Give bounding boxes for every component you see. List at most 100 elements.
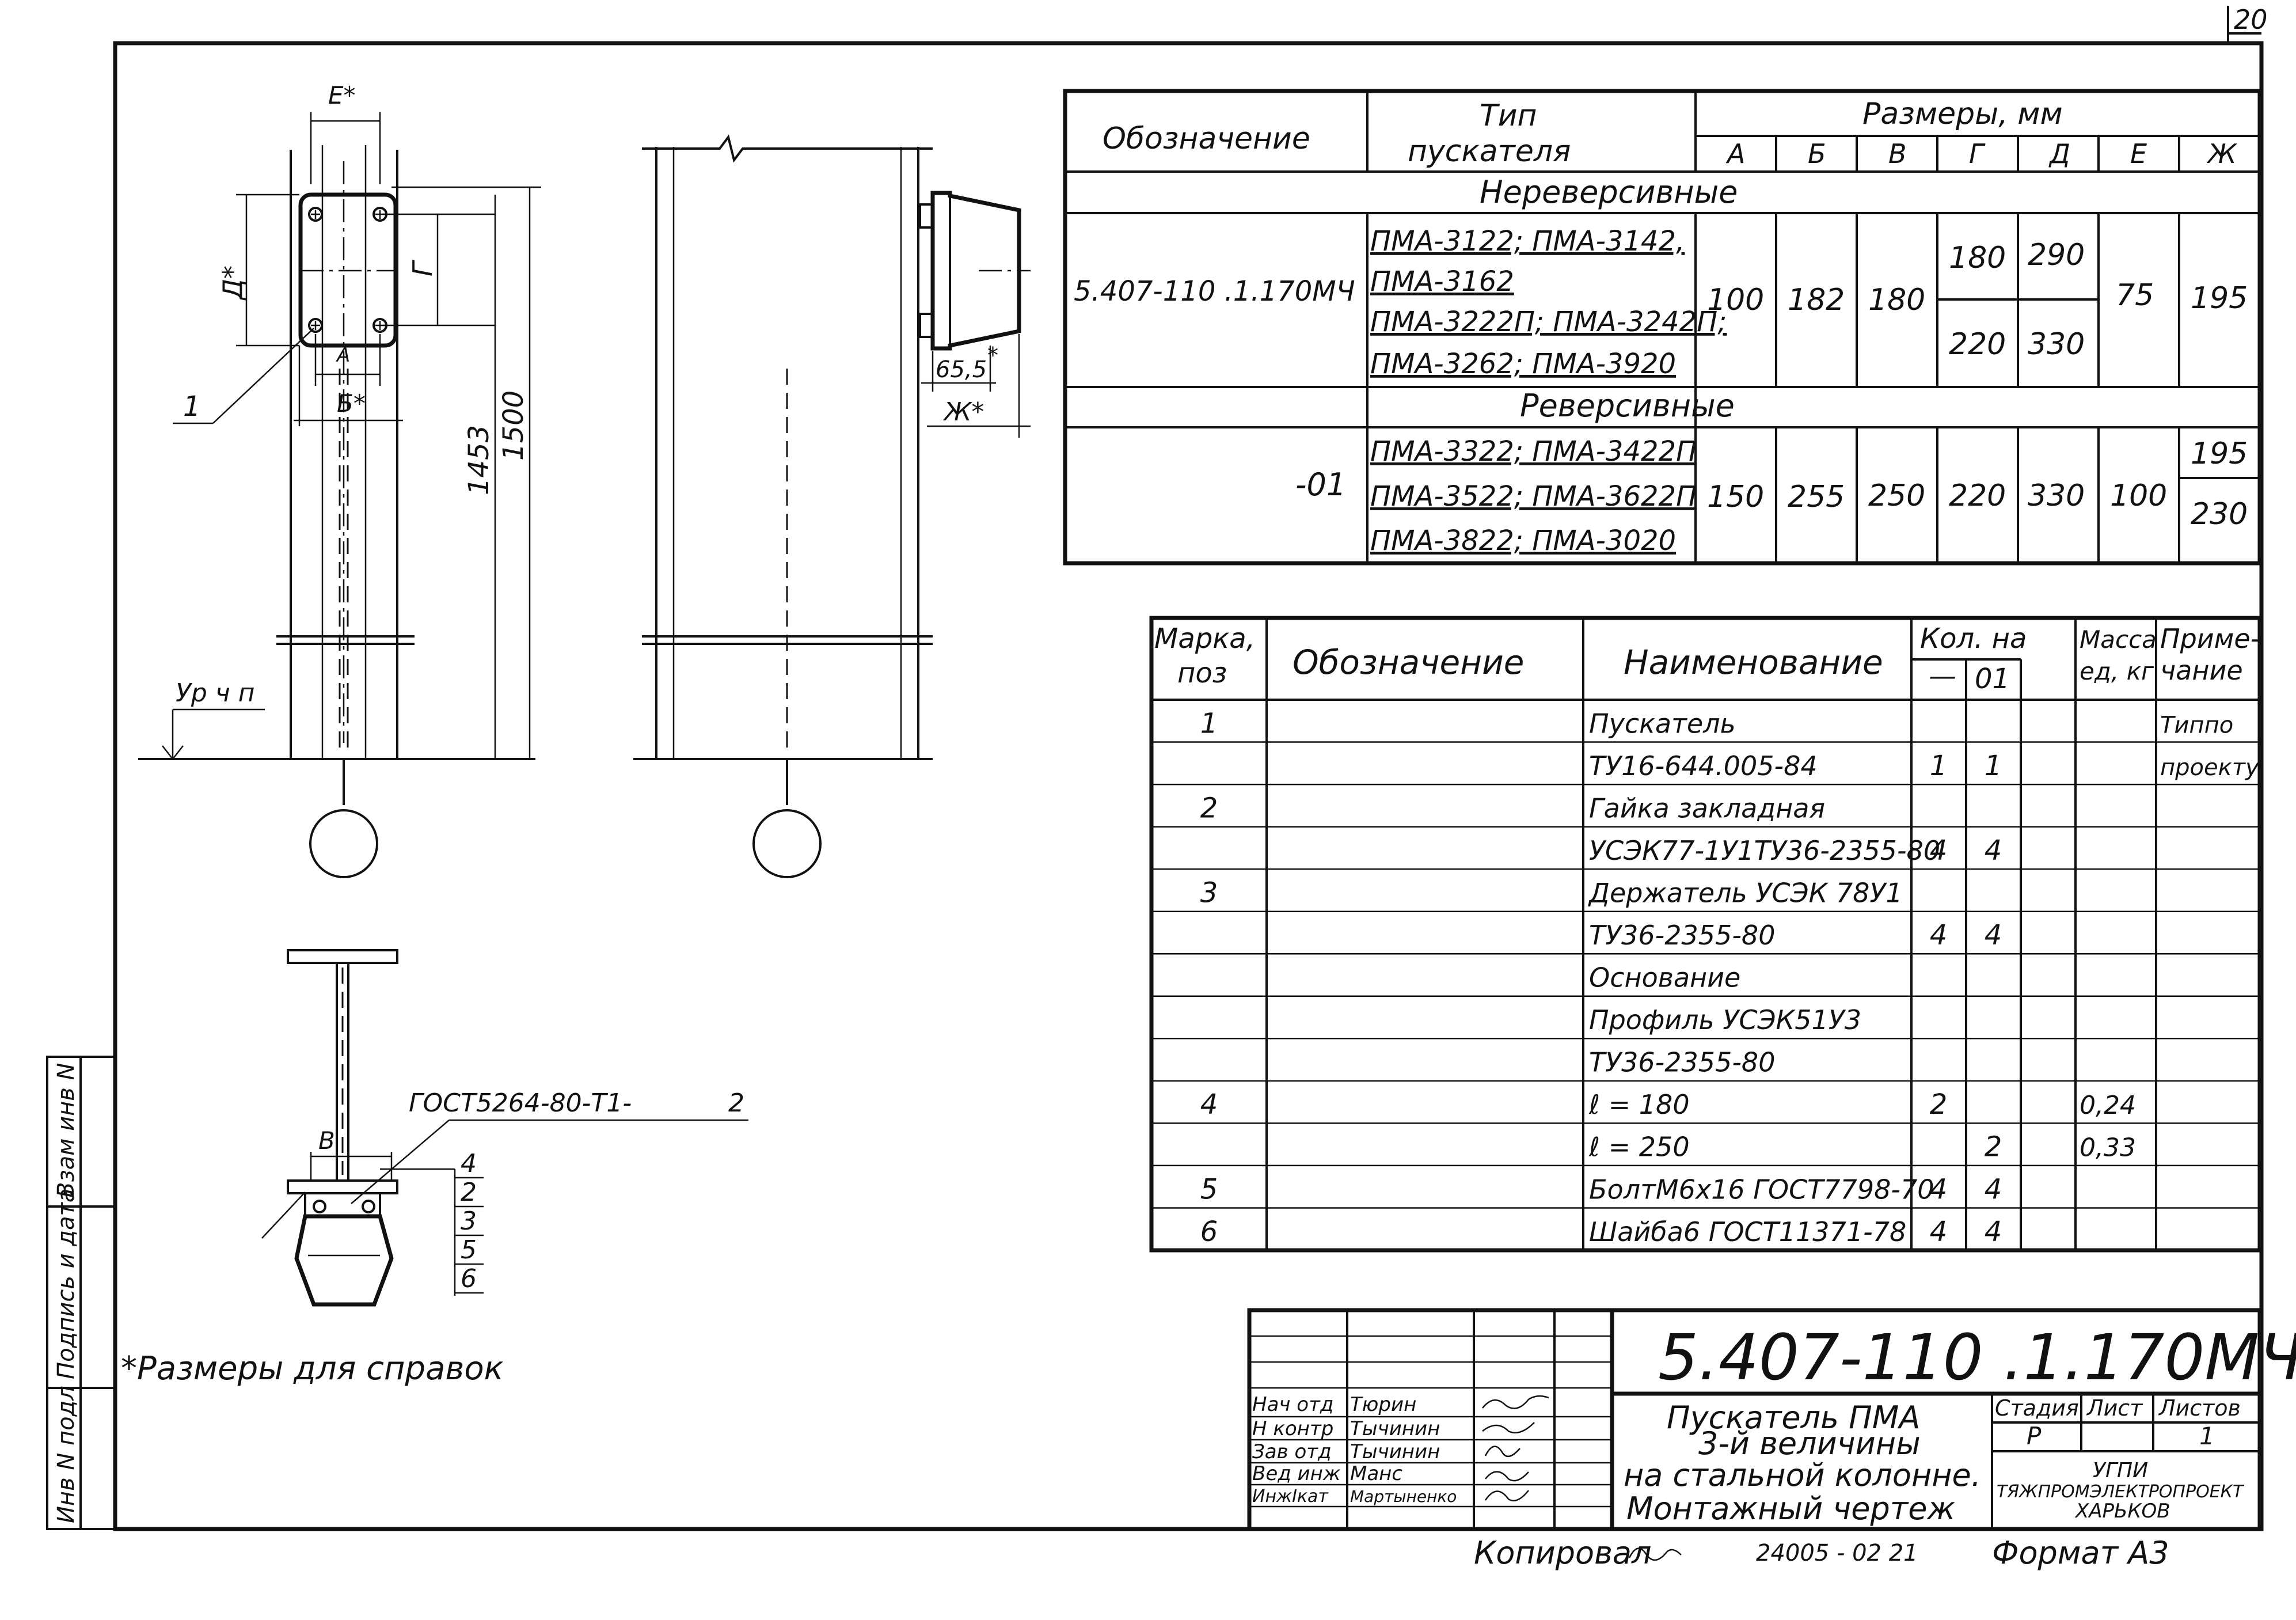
- group1-b: 182: [1788, 283, 1845, 317]
- spec-cell-mass: 0,33: [2080, 1133, 2136, 1163]
- spec-h-name: Наименование: [1624, 643, 1883, 682]
- group1-g1: 180: [1949, 241, 2006, 275]
- group2-title: Реверсивные: [1520, 388, 1735, 424]
- size-letter-v: В: [1888, 138, 1907, 169]
- spec-cell-name: БолтМ6х16 ГОСТ7798-70: [1589, 1174, 1934, 1205]
- spec-cell-q2: 4: [1985, 919, 2002, 951]
- role-1: Нач отд: [1252, 1393, 1333, 1416]
- spec-cell-name: Гайка закладная: [1589, 792, 1825, 824]
- spec-h-mark-1: Марка,: [1154, 623, 1255, 655]
- group1-title: Нереверсивные: [1480, 174, 1738, 210]
- size-letter-g: Г: [1969, 138, 1986, 169]
- group1-e: 75: [2116, 278, 2154, 313]
- sheet-number: 20: [2234, 4, 2268, 35]
- group2-type-2: ПМА-3522; ПМА-3622П: [1370, 480, 1697, 513]
- group1-d2: 330: [2028, 327, 2085, 362]
- size-letter-a: А: [1725, 138, 1745, 169]
- size-letter-zh: Ж: [2206, 138, 2238, 169]
- sizes-col-designation: Обозначение: [1103, 122, 1310, 156]
- spec-cell-q1: 4: [1930, 919, 1948, 951]
- copied-by: Копировал: [1474, 1535, 1652, 1571]
- group1-type-1: ПМА-3122; ПМА-3142,: [1370, 225, 1685, 257]
- spec-cell-name: Шайба6 ГОСТ11371-78: [1589, 1216, 1906, 1247]
- name-2: Тычинин: [1350, 1417, 1440, 1440]
- name-4: Манс: [1350, 1462, 1402, 1485]
- spec-h-desig: Обозначение: [1293, 643, 1524, 682]
- spec-cell-q1: 1: [1930, 750, 1948, 782]
- group2-designation: -01: [1295, 466, 1346, 503]
- dim-d: Д*: [217, 265, 248, 301]
- role-5: ИнжIкат: [1252, 1486, 1329, 1507]
- group1-designation: 5.407-110 .1.170МЧ: [1074, 275, 1355, 308]
- group2-g: 220: [1949, 479, 2006, 513]
- group2-zh2: 230: [2191, 497, 2248, 532]
- spec-cell-name: Профиль УСЭК51У3: [1589, 1004, 1861, 1035]
- spec-table: Марка, поз Обозначение Наименование Кол.…: [1149, 616, 2262, 1253]
- spec-cell-q1: 4: [1930, 834, 1948, 867]
- elevation-label: Ур ч п: [176, 678, 254, 708]
- name-3: Тычинин: [1350, 1440, 1440, 1463]
- group1-a: 100: [1707, 283, 1764, 317]
- spec-h-note-2: чание: [2160, 655, 2243, 686]
- size-letter-b: Б: [1808, 138, 1826, 169]
- cable-entry-circle-side: [752, 809, 822, 878]
- sheets-label: Листов: [2158, 1395, 2241, 1421]
- group2-v: 250: [1868, 479, 1925, 513]
- size-letter-e: Е: [2130, 138, 2147, 169]
- title-line-2: 3-й величины: [1698, 1425, 1921, 1462]
- dim-1500: 1500: [497, 390, 530, 461]
- name-1: Тюрин: [1350, 1393, 1416, 1416]
- format-label: Формат А3: [1992, 1535, 2169, 1571]
- spec-cell-q1: 2: [1930, 1088, 1948, 1121]
- spec-cell-name: ℓ = 180: [1588, 1089, 1690, 1120]
- sizes-table: Обозначение Тип пускателя Размеры, мм А …: [1063, 89, 2262, 566]
- spec-cell-name: Пускатель: [1589, 708, 1736, 739]
- callout-5: 5: [461, 1235, 477, 1265]
- dim-zh: Ж*: [942, 397, 984, 427]
- spec-cell-note: Типпо: [2160, 712, 2233, 738]
- title-line-3: на стальной колонне.: [1624, 1457, 1981, 1493]
- title-line-1: Пускатель ПМА: [1667, 1399, 1920, 1436]
- org-line-2: ТЯЖПРОМЭЛЕКТРОПРОЕКТ: [1997, 1482, 2245, 1502]
- starter-body-side: [930, 191, 1021, 351]
- spec-cell-name: ТУ16-644.005-84: [1589, 750, 1818, 781]
- dim-65-5: 65,5: [936, 356, 987, 383]
- cable-entry-circle-front: [309, 809, 378, 878]
- group1-zh: 195: [2191, 281, 2248, 316]
- spec-cell-q2: 2: [1985, 1131, 2002, 1163]
- spec-cell-name: Держатель УСЭК 78У1: [1588, 878, 1903, 909]
- dim-a: А: [336, 344, 350, 367]
- dim-v: В: [318, 1126, 335, 1155]
- front-view: Е* Д* Г А Б* 1453 1500 1 Ур ч п: [138, 81, 541, 878]
- spec-cell-q1: 4: [1930, 1173, 1948, 1205]
- spec-h-mass-2: ед, кг: [2080, 657, 2154, 685]
- group1-g2: 220: [1949, 327, 2006, 362]
- spec-cell-pos: 5: [1200, 1173, 1218, 1205]
- org-line-1: УГПИ: [2093, 1459, 2148, 1482]
- spec-cell-q2: 4: [1985, 1216, 2002, 1248]
- sheet-label: Лист: [2086, 1395, 2143, 1421]
- strip-label-inventory: Инв N подл: [53, 1386, 79, 1523]
- strip-label-replace: Взам инв N: [53, 1063, 79, 1198]
- spec-h-qty-a: —: [1929, 660, 1956, 692]
- order-number: 24005 - 02 21: [1756, 1540, 1918, 1566]
- strip-label-signature: Подпись и дата: [53, 1189, 79, 1379]
- spec-cell-mass: 0,24: [2080, 1091, 2136, 1120]
- spec-h-note-1: Приме-: [2160, 623, 2260, 654]
- stage-value: Р: [2027, 1422, 2042, 1450]
- group2-zh1: 195: [2191, 437, 2248, 471]
- sizes-col-type-2: пускателя: [1408, 134, 1571, 169]
- role-4: Вед инж: [1252, 1462, 1341, 1485]
- spec-cell-note: проекту: [2160, 754, 2260, 781]
- spec-cell-q2: 1: [1985, 750, 2002, 782]
- weld-leg: 2: [728, 1088, 744, 1118]
- spec-cell-name: ТУ36-2355-80: [1589, 1047, 1775, 1078]
- spec-cell-q2: 4: [1985, 834, 2002, 867]
- reference-note: *Размеры для справок: [121, 1350, 504, 1387]
- dim-e: Е*: [328, 81, 356, 109]
- spec-cell-q1: 4: [1930, 1216, 1948, 1248]
- sizes-col-sizes: Размеры, мм: [1862, 97, 2063, 131]
- signatures: [1482, 1395, 1549, 1502]
